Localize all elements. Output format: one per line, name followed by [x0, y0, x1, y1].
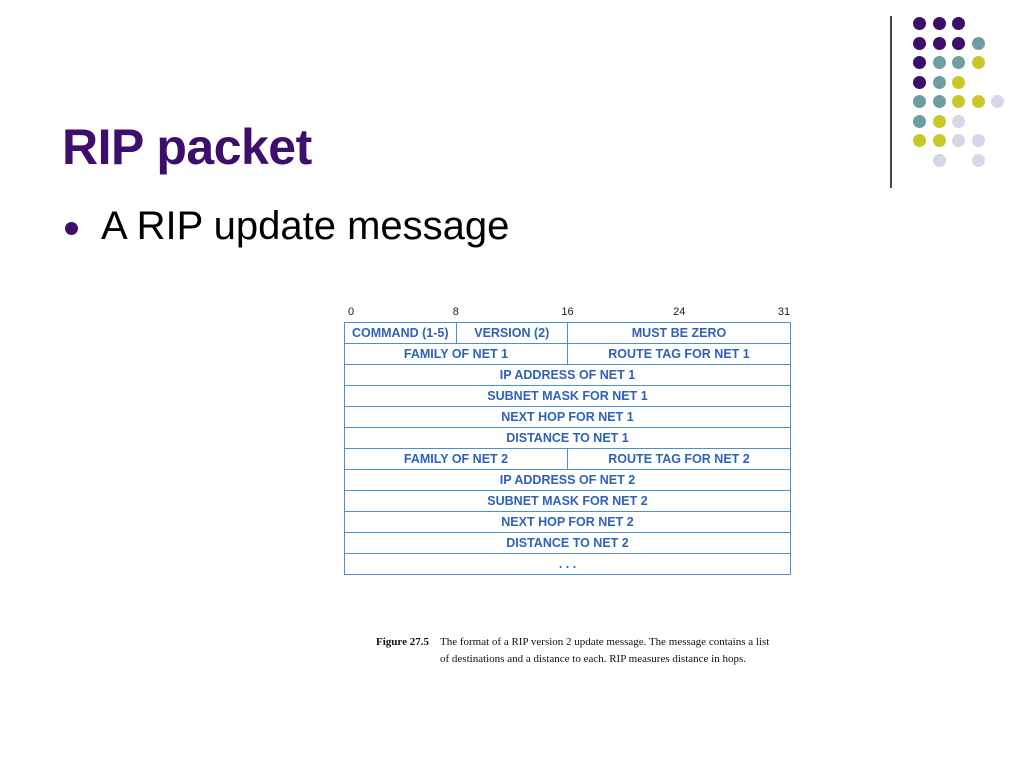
packet-field: FAMILY OF NET 1	[344, 343, 568, 365]
decorative-dot-icon	[952, 56, 965, 69]
packet-field: MUST BE ZERO	[567, 322, 791, 344]
decorative-dot-icon	[913, 36, 926, 50]
decorative-dot-icon	[932, 153, 946, 167]
decorative-dot-icon	[952, 17, 965, 30]
bullet-text: A RIP update message	[101, 204, 510, 248]
decorative-dot-icon	[932, 134, 946, 147]
bit-label: 24	[673, 306, 686, 318]
bit-label: 8	[452, 306, 459, 318]
rip-packet-figure: 0 8 16 24 31 COMMAND (1-5)VERSION (2)MUST BE…	[344, 306, 791, 575]
decorative-dot-icon	[932, 36, 946, 50]
decorative-divider	[890, 16, 892, 188]
decorative-dot-icon	[913, 75, 926, 89]
decorative-dot-icon	[913, 114, 926, 128]
decorative-dot-icon	[991, 95, 1004, 108]
figure-caption: Figure 27.5 The format of a RIP version 2…	[376, 634, 796, 667]
packet-field: . . .	[344, 553, 791, 575]
packet-field: SUBNET MASK FOR NET 2	[344, 490, 791, 512]
decorative-dot-icon	[932, 17, 946, 30]
packet-field: VERSION (2)	[455, 322, 568, 344]
decorative-dot-icon	[913, 17, 926, 30]
packet-row: . . .	[344, 553, 791, 575]
decorative-dot-icon	[913, 134, 926, 147]
packet-row: DISTANCE TO NET 1	[344, 427, 791, 449]
decorative-dot-icon	[952, 36, 965, 50]
decorative-dot-icon	[932, 114, 946, 128]
packet-field: SUBNET MASK FOR NET 1	[344, 385, 791, 407]
packet-field: FAMILY OF NET 2	[344, 448, 568, 470]
packet-field: IP ADDRESS OF NET 2	[344, 469, 791, 491]
packet-field: COMMAND (1-5)	[344, 322, 457, 344]
packet-row: IP ADDRESS OF NET 1	[344, 364, 791, 386]
packet-field: DISTANCE TO NET 2	[344, 532, 791, 554]
slide-title: RIP packet	[62, 118, 312, 175]
packet-row: DISTANCE TO NET 2	[344, 532, 791, 554]
decorative-dot-icon	[952, 114, 965, 128]
figure-caption-label: Figure 27.5	[376, 636, 429, 648]
decorative-dot-icon	[971, 134, 985, 147]
decorative-dot-icon	[913, 95, 926, 108]
packet-row: IP ADDRESS OF NET 2	[344, 469, 791, 491]
packet-field: ROUTE TAG FOR NET 2	[567, 448, 791, 470]
packet-row: SUBNET MASK FOR NET 1	[344, 385, 791, 407]
packet-field: DISTANCE TO NET 1	[344, 427, 791, 449]
packet-field: ROUTE TAG FOR NET 1	[567, 343, 791, 365]
bit-label: 0	[347, 306, 355, 318]
bit-label: 31	[777, 306, 791, 318]
bullet-dot-icon	[65, 222, 78, 235]
packet-field: NEXT HOP FOR NET 1	[344, 406, 791, 428]
bit-label: 16	[561, 306, 574, 318]
decorative-dot-icon	[952, 95, 965, 108]
decorative-dot-icon	[971, 56, 985, 69]
decorative-dot-icon	[952, 134, 965, 147]
figure-caption-text: The format of a RIP version 2 update mes…	[440, 636, 770, 665]
packet-field: IP ADDRESS OF NET 1	[344, 364, 791, 386]
packet-row: COMMAND (1-5)VERSION (2)MUST BE ZERO	[344, 322, 791, 344]
decorative-dot-icon	[932, 75, 946, 89]
packet-field: NEXT HOP FOR NET 2	[344, 511, 791, 533]
decorative-dot-icon	[932, 56, 946, 69]
packet-row: SUBNET MASK FOR NET 2	[344, 490, 791, 512]
decorative-dot-icon	[971, 36, 985, 50]
decorative-dot-icon	[913, 56, 926, 69]
decorative-dot-icon	[932, 95, 946, 108]
decorative-dot-icon	[952, 75, 965, 89]
packet-row: NEXT HOP FOR NET 1	[344, 406, 791, 428]
decorative-dot-icon	[971, 95, 985, 108]
packet-row: NEXT HOP FOR NET 2	[344, 511, 791, 533]
bit-position-ruler: 0 8 16 24 31	[344, 306, 791, 322]
decorative-dot-icon	[971, 153, 985, 167]
